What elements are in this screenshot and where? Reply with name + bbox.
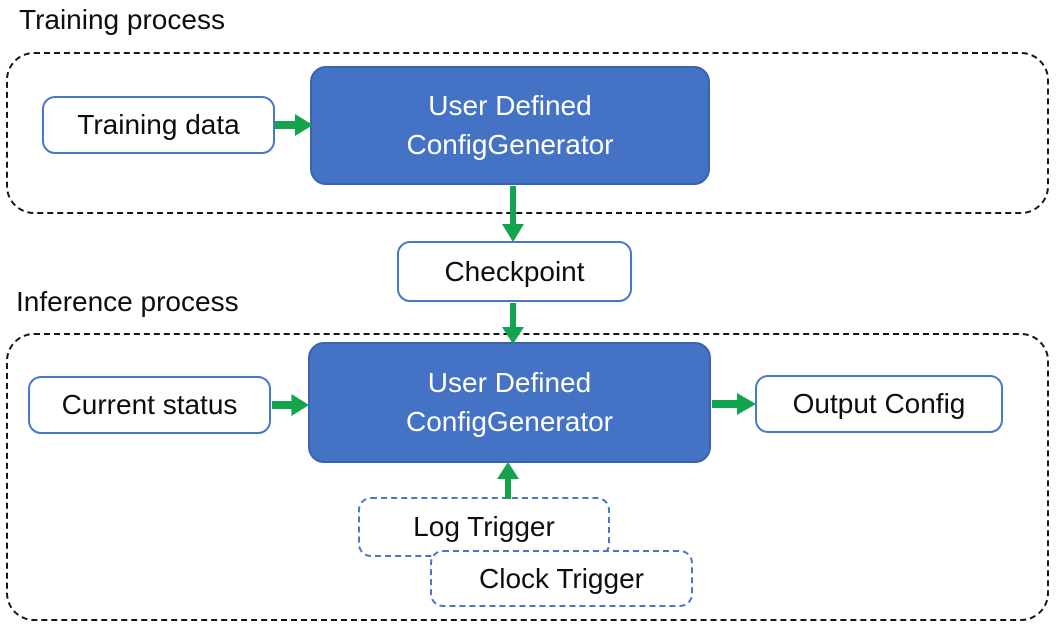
training-config-generator-box: User Defined ConfigGenerator xyxy=(310,66,710,185)
training-section-label: Training process xyxy=(19,4,225,35)
log-trigger-box: Log Trigger xyxy=(358,497,610,557)
log-trigger-label: Log Trigger xyxy=(413,511,555,542)
inference-section-label: Inference process xyxy=(16,286,239,317)
training-process-container xyxy=(6,52,1049,214)
output-config-label: Output Config xyxy=(792,388,966,419)
training-data-label: Training data xyxy=(77,109,240,140)
arrow-training-data-to-generator-icon xyxy=(275,112,313,138)
training-config-generator-label-line2: ConfigGenerator xyxy=(406,128,614,160)
arrow-log-trigger-to-generator-icon xyxy=(495,462,521,499)
current-status-box: Current status xyxy=(28,376,271,434)
inference-config-generator-label-line2: ConfigGenerator xyxy=(405,405,613,437)
current-status-label: Current status xyxy=(61,389,238,420)
training-config-generator-label-line1: User Defined xyxy=(428,90,592,122)
arrow-generator-to-output-config-icon xyxy=(712,391,756,417)
checkpoint-label: Checkpoint xyxy=(444,255,585,287)
checkpoint-box: Checkpoint xyxy=(397,241,632,302)
inference-process-container xyxy=(6,333,1049,621)
output-config-box: Output Config xyxy=(755,375,1003,433)
arrow-current-status-to-generator-icon xyxy=(272,392,309,418)
clock-trigger-box: Clock Trigger xyxy=(430,550,693,607)
arrow-generator-to-checkpoint-icon xyxy=(500,186,526,242)
training-data-box: Training data xyxy=(42,96,275,154)
inference-config-generator-box: User Defined ConfigGenerator xyxy=(308,342,711,463)
inference-config-generator-label-line1: User Defined xyxy=(427,367,592,399)
clock-trigger-label: Clock Trigger xyxy=(479,562,644,594)
arrow-checkpoint-to-inference-generator-icon xyxy=(500,303,526,344)
